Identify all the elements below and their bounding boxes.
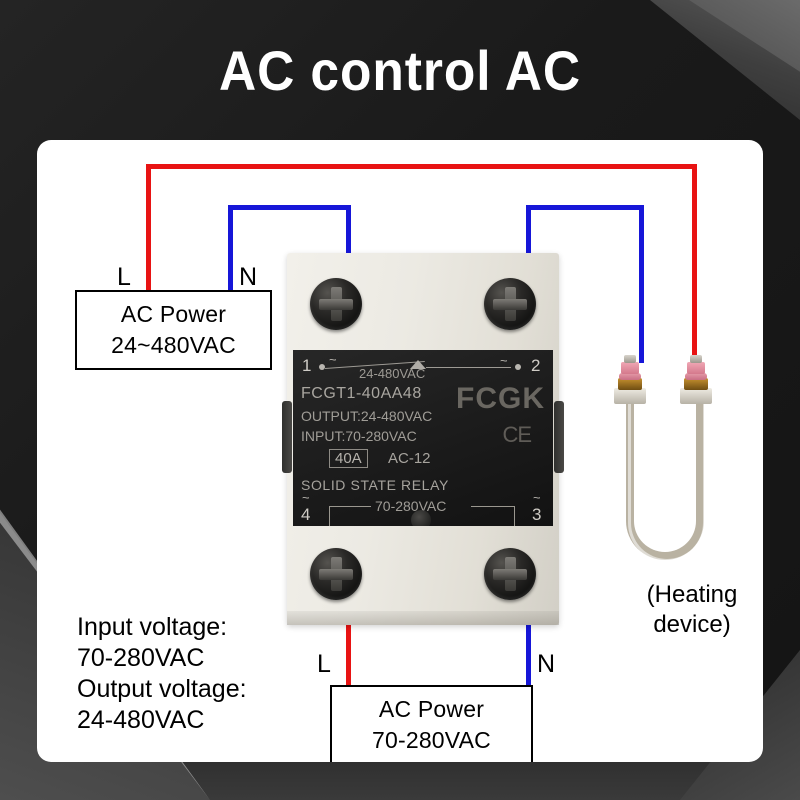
wire-red-left-vertical	[146, 164, 151, 292]
screw-cross-horizontal	[493, 298, 527, 310]
heater-terminal-ceramic-ring	[619, 373, 641, 380]
heater-terminal-cap	[690, 355, 702, 363]
relay-side-tab-right	[554, 401, 564, 473]
heater-terminal-brass	[618, 378, 642, 390]
top-box-label-L: L	[117, 263, 131, 291]
wire-blue-from-terminal-2	[526, 205, 531, 282]
solid-state-relay: 1 ~ ~ 2 24-480VAC FCGT1-40AA48 OUTPUT:24…	[282, 253, 564, 625]
spec-output-label: Output voltage:	[77, 675, 247, 703]
relay-schematic-line-right	[426, 367, 511, 368]
spec-output-value: 24-480VAC	[77, 706, 205, 734]
heater-terminal-brass	[684, 378, 708, 390]
relay-screw-terminal-1[interactable]	[310, 278, 362, 330]
wire-blue-to-heater	[639, 205, 644, 363]
relay-type: SOLID STATE RELAY	[301, 477, 449, 493]
relay-model-number: FCGT1-40AA48	[301, 385, 422, 402]
screw-cross-horizontal	[493, 568, 527, 580]
heater-terminal-ceramic	[621, 362, 639, 374]
heater-u-tube	[626, 388, 704, 560]
spec-block: Input voltage: 70-280VAC Output voltage:…	[77, 612, 247, 736]
ac-power-input-line2: 24~480VAC	[111, 332, 236, 358]
wire-blue-neutral-horizontal	[228, 205, 351, 210]
relay-utilization-category: AC-12	[388, 450, 431, 467]
relay-brand-logo: FCGK	[456, 382, 545, 415]
relay-screw-terminal-2[interactable]	[484, 278, 536, 330]
relay-schematic-dot-right	[515, 364, 521, 370]
relay-input-tilde-right: ~	[533, 490, 541, 505]
wire-blue-neutral-vertical	[228, 205, 233, 292]
relay-input-bracket-left	[329, 506, 330, 526]
relay-nameplate: 1 ~ ~ 2 24-480VAC FCGT1-40AA48 OUTPUT:24…	[293, 350, 553, 526]
heater-terminal-nut	[614, 388, 646, 404]
relay-side-tab-left	[282, 401, 292, 473]
screw-cross-horizontal	[319, 298, 353, 310]
ac-power-input-line1: AC Power	[120, 301, 227, 327]
ac-power-output-line2: 70-280VAC	[371, 727, 491, 753]
heater-terminal-ceramic	[687, 362, 705, 374]
relay-input-tilde-left: ~	[302, 490, 310, 505]
wire-blue-output-horizontal	[526, 205, 644, 210]
ac-power-output-line1: AC Power	[378, 696, 485, 722]
heater-terminal-cap	[624, 355, 636, 363]
relay-current-rating: 40A	[329, 449, 368, 468]
wire-red-right-vertical	[692, 164, 697, 363]
wire-blue-to-terminal-1	[346, 205, 351, 282]
heater-terminal-right	[678, 348, 714, 404]
relay-schematic-tilde-left: ~	[329, 352, 337, 367]
heater-terminal-nut	[680, 388, 712, 404]
ac-power-input-box: AC Power 24~480VAC	[75, 290, 272, 370]
relay-terminal-number-4: 4	[301, 505, 311, 524]
heating-device-line2: device)	[653, 611, 731, 638]
wire-red-top-horizontal	[146, 164, 697, 169]
relay-input-schematic-voltage: 70-280VAC	[375, 498, 447, 514]
relay-terminal-number-3: 3	[532, 505, 542, 524]
diagram-card: L N AC Power 24~480VAC L N AC Power 70-2…	[37, 140, 763, 762]
relay-terminal-number-1: 1	[302, 356, 312, 375]
relay-schematic-dot-left	[319, 364, 325, 370]
relay-led-indicator	[411, 510, 431, 526]
ac-power-output-box: AC Power 70-280VAC	[330, 685, 533, 762]
relay-schematic-triangle	[410, 360, 426, 369]
spec-input-value: 70-280VAC	[77, 644, 205, 672]
relay-screw-terminal-3[interactable]	[484, 548, 536, 600]
ce-mark-icon: CE	[502, 422, 532, 447]
heating-device-label: (Heating device)	[627, 580, 757, 640]
relay-schematic-tilde-right: ~	[500, 353, 508, 368]
wire-red-output-to-box	[346, 580, 351, 688]
screw-cross-horizontal	[319, 568, 353, 580]
relay-output-schematic-voltage: 24-480VAC	[359, 366, 426, 381]
relay-terminal-number-2: 2	[531, 356, 541, 375]
relay-input-bracket-right	[514, 506, 515, 526]
page-title: AC control AC	[218, 39, 582, 102]
relay-input-rating: INPUT:70-280VAC	[301, 428, 417, 444]
heating-element	[614, 348, 730, 570]
bottom-box-label-L: L	[317, 650, 331, 678]
heater-terminal-left	[612, 348, 648, 404]
bottom-box-label-N: N	[537, 650, 556, 678]
relay-input-bracket-top-left	[329, 506, 371, 507]
spec-input-label: Input voltage:	[77, 613, 228, 641]
relay-screw-terminal-4[interactable]	[310, 548, 362, 600]
heater-terminal-ceramic-ring	[685, 373, 707, 380]
heating-device-line1: (Heating	[646, 581, 738, 608]
relay-output-rating: OUTPUT:24-480VAC	[301, 408, 433, 424]
relay-input-bracket-top-right	[471, 506, 515, 507]
top-box-label-N: N	[239, 263, 258, 291]
wire-blue-output-to-box	[526, 580, 531, 688]
